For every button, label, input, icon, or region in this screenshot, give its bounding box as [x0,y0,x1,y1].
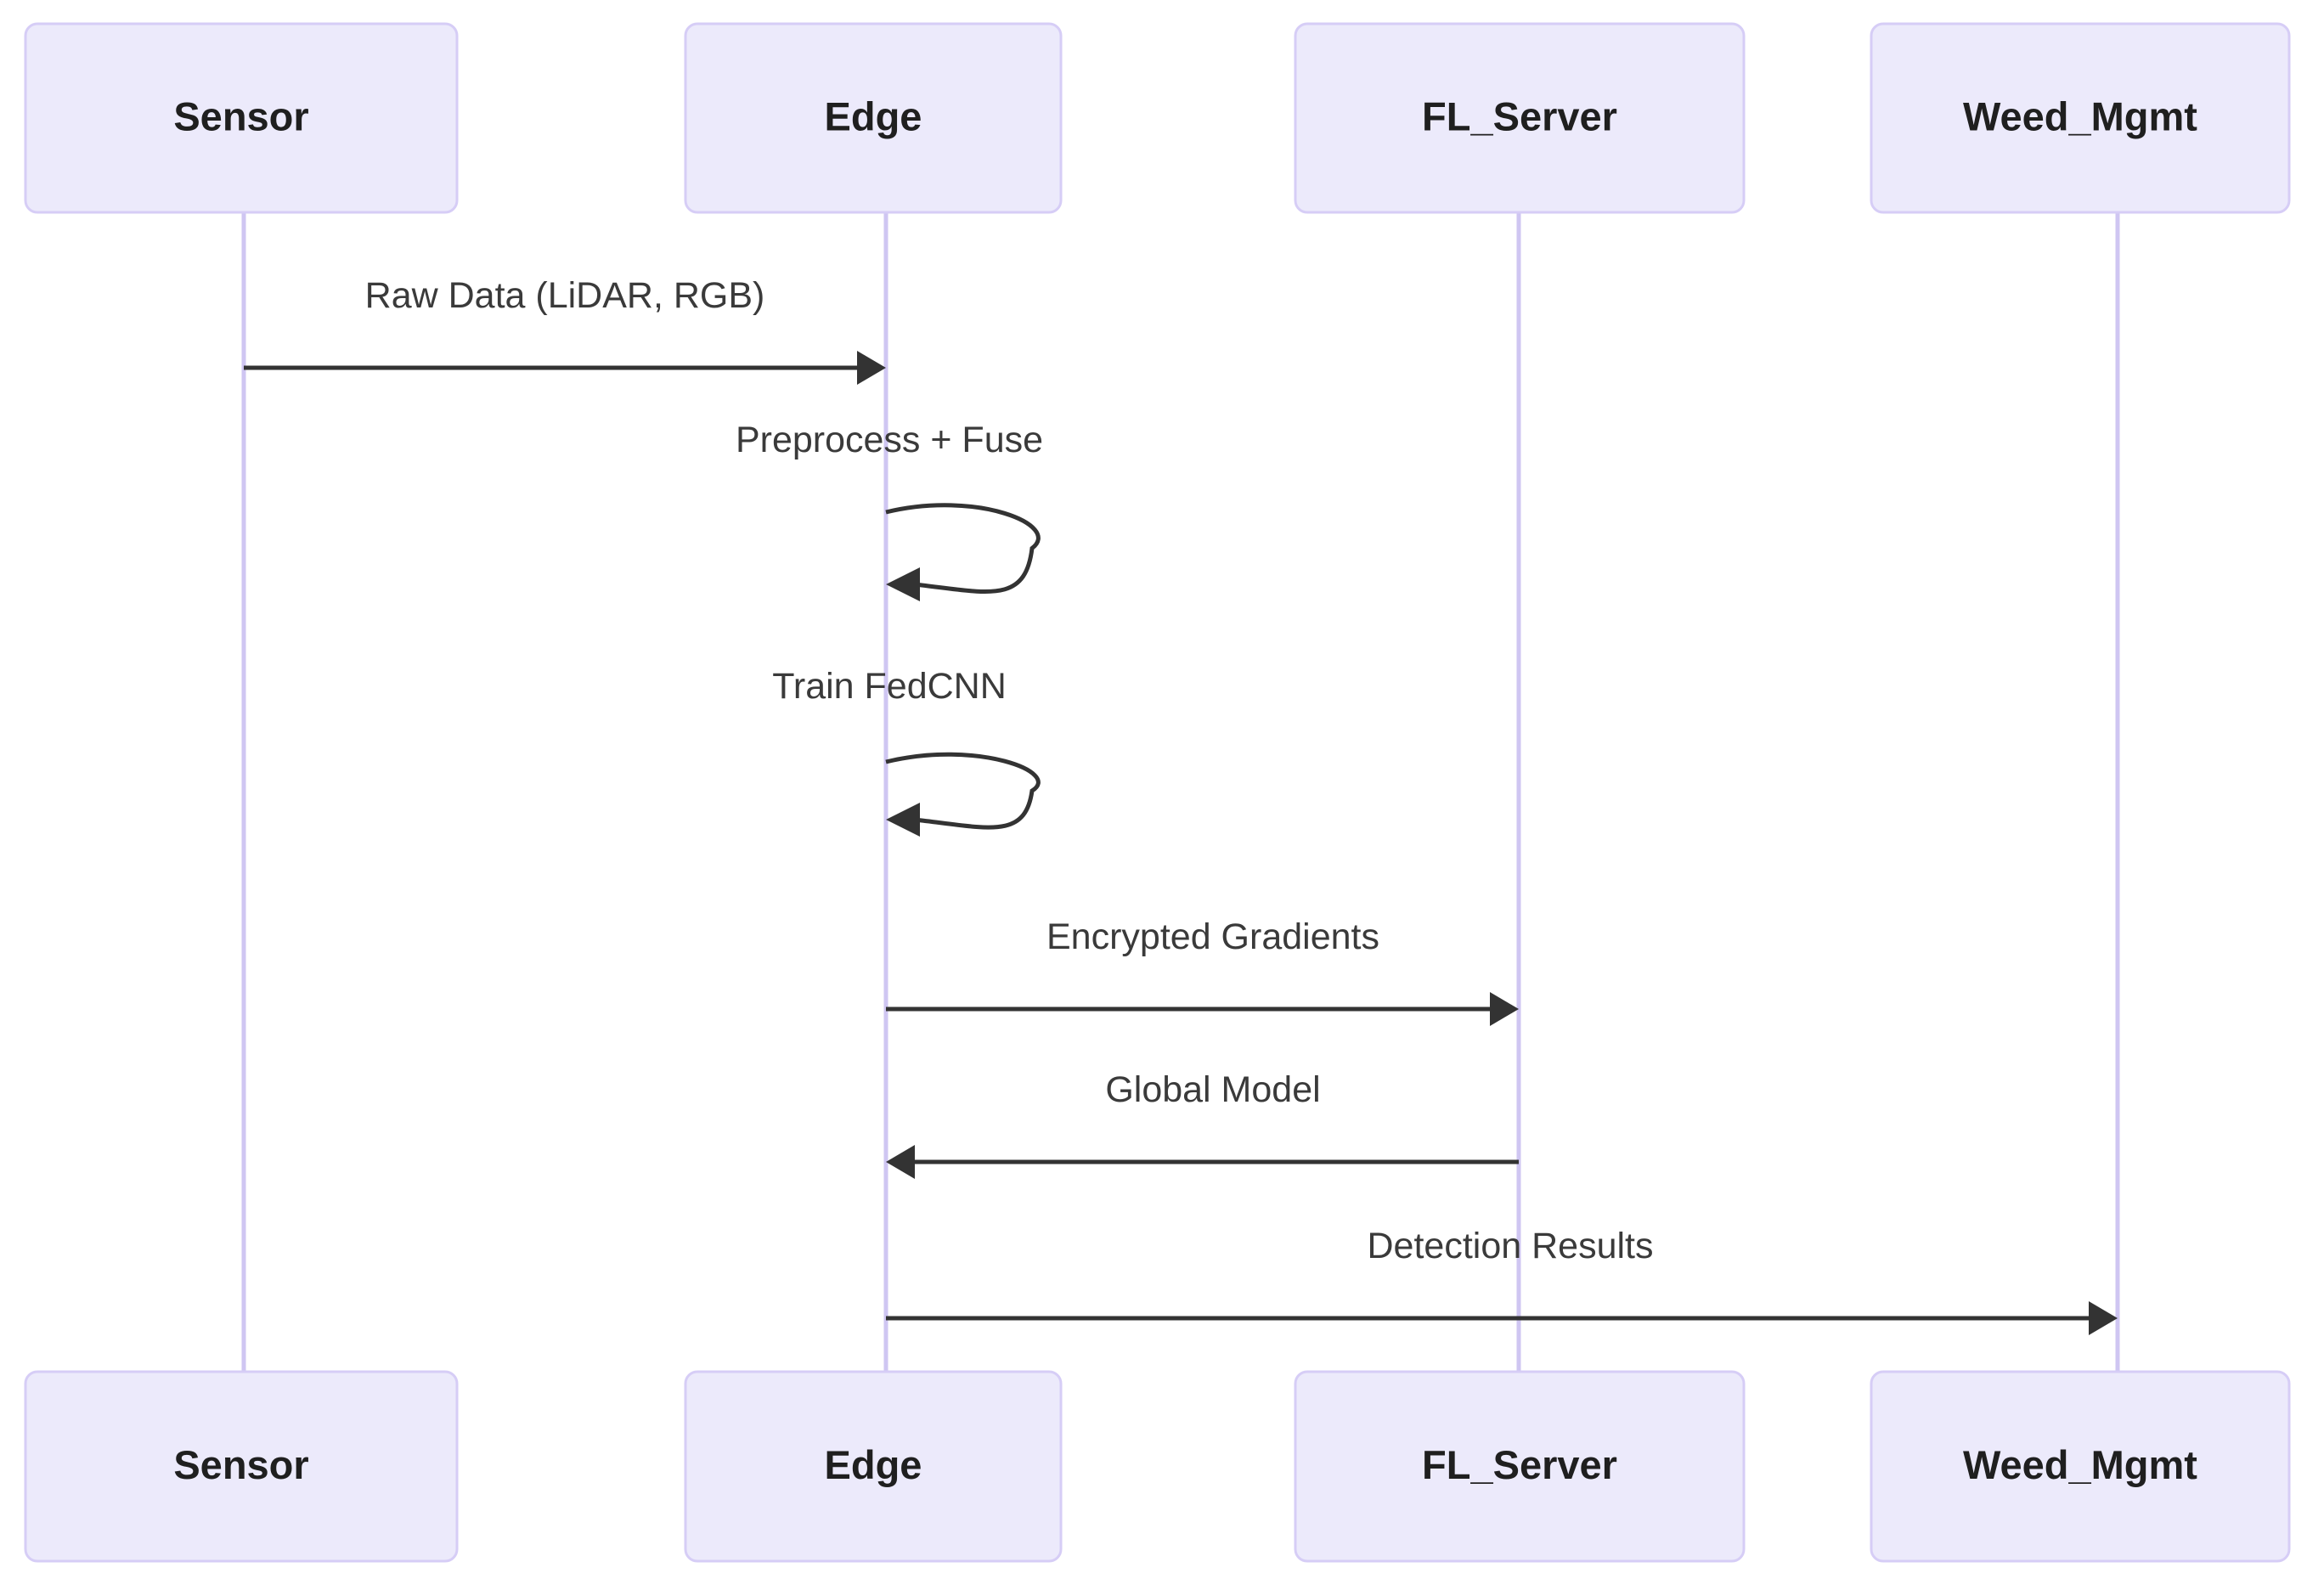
message-label: Encrypted Gradients [1046,916,1379,957]
lifelines-layer [241,212,2120,1372]
participant-box[interactable] [1870,1370,2291,1563]
participant-box[interactable] [684,1370,1063,1563]
arrowhead-right [1490,992,1519,1026]
participant-label: Weed_Mgmt [1963,1442,2197,1487]
participant-weedmgmt-top[interactable]: Weed_Mgmt [1870,22,2291,214]
arrowhead-left [886,803,920,837]
participant-label: FL_Server [1422,93,1617,138]
participant-box[interactable] [684,22,1063,214]
message-label: Preprocess + Fuse [736,420,1043,460]
message-label: Global Model [1105,1069,1320,1110]
participant-edge-bottom[interactable]: Edge [684,1370,1063,1563]
participants-bottom-layer: Sensor Edge FL_Server Weed_Mgmt [24,1370,2291,1563]
arrowhead-right [857,351,886,385]
participant-flserver-bottom[interactable]: FL_Server [1294,1370,1746,1563]
participants-top-layer: Sensor Edge FL_Server Weed_Mgmt [24,22,2291,214]
arrowhead-left [886,567,920,601]
participant-label: Edge [825,1442,922,1487]
participant-flserver-top[interactable]: FL_Server [1294,22,1746,214]
messages-layer: Raw Data (LiDAR, RGB) Preprocess + FuseTr… [244,275,2118,1335]
self-loop-path [885,752,1041,830]
participant-label: Weed_Mgmt [1963,93,2197,138]
participant-sensor-bottom[interactable]: Sensor [24,1370,459,1563]
message-m5[interactable]: Global Model [886,1069,1519,1179]
participant-box[interactable] [24,22,459,214]
participant-box[interactable] [24,1370,459,1563]
participant-box[interactable] [1294,22,1746,214]
message-label: Detection Results [1368,1226,1654,1266]
participant-weedmgmt-bottom[interactable]: Weed_Mgmt [1870,1370,2291,1563]
participant-sensor-top[interactable]: Sensor [24,22,459,214]
participant-box[interactable] [1294,1370,1746,1563]
message-m4[interactable]: Encrypted Gradients [886,916,1519,1026]
arrowhead-right [2089,1301,2118,1335]
participant-edge-top[interactable]: Edge [684,22,1063,214]
participant-label: Edge [825,93,922,138]
message-label: Train FedCNN [772,666,1007,707]
participant-box[interactable] [1870,22,2291,214]
message-label: Raw Data (LiDAR, RGB) [365,275,765,316]
participant-label: Sensor [173,1442,308,1487]
message-m1[interactable]: Raw Data (LiDAR, RGB) [244,275,886,385]
arrowhead-left [886,1145,915,1179]
self-loop-path [885,503,1041,595]
participant-label: Sensor [173,93,308,138]
message-m3[interactable]: Train FedCNN [772,666,1041,837]
message-m2[interactable]: Preprocess + Fuse [736,420,1043,601]
message-m6[interactable]: Detection Results [886,1226,2118,1335]
participant-label: FL_Server [1422,1442,1617,1487]
